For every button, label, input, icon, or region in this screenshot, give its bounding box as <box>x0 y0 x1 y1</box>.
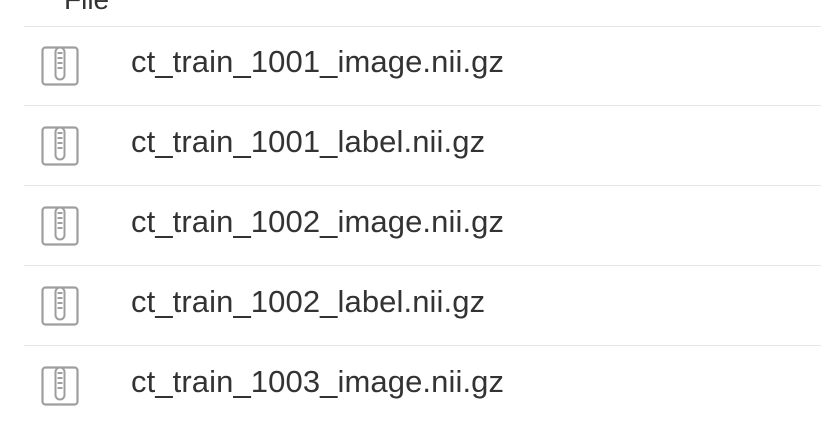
archive-icon <box>41 366 79 406</box>
file-name: ct_train_1002_image.nii.gz <box>131 204 505 239</box>
column-header-label: File <box>64 0 109 14</box>
file-row[interactable]: ct_train_1002_label.nii.gz <box>24 266 821 346</box>
file-row[interactable]: ct_train_1002_image.nii.gz <box>24 186 821 266</box>
column-header: File <box>24 0 821 27</box>
file-row[interactable]: ct_train_1001_image.nii.gz <box>24 26 821 106</box>
archive-icon <box>41 286 79 326</box>
file-row[interactable]: ct_train_1001_label.nii.gz <box>24 106 821 186</box>
archive-icon <box>41 126 79 166</box>
file-name: ct_train_1001_image.nii.gz <box>131 44 505 79</box>
file-list: ct_train_1001_image.nii.gz ct_train_1001… <box>24 26 821 425</box>
archive-icon <box>41 46 79 86</box>
file-name: ct_train_1001_label.nii.gz <box>131 124 486 159</box>
file-name: ct_train_1003_image.nii.gz <box>131 364 505 399</box>
file-row[interactable]: ct_train_1003_image.nii.gz <box>24 346 821 425</box>
file-name: ct_train_1002_label.nii.gz <box>131 284 486 319</box>
archive-icon <box>41 206 79 246</box>
